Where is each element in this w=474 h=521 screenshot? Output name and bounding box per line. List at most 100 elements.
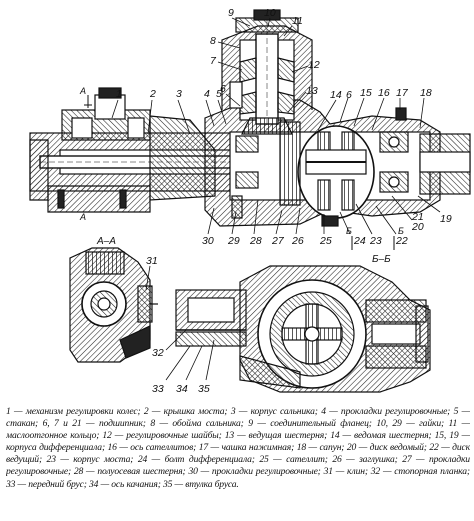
caption-entry-dash: —: [458, 406, 470, 417]
callout-35: 35: [198, 383, 210, 395]
callout-6b: 6: [346, 89, 352, 101]
main-section: [29, 9, 471, 250]
caption-entry-text: передний брус;: [28, 478, 90, 490]
caption-entry-text: ведущая шестерня;: [248, 430, 331, 442]
caption-entry-number: 16: [107, 442, 117, 454]
callout-34: 34: [176, 383, 188, 395]
section-mark-a-right: А: [79, 212, 86, 222]
caption-entry-text: корпус сальника;: [250, 406, 322, 417]
section-mark-b-right: Б: [398, 226, 404, 236]
caption-entry: 33 — передний брус;: [6, 479, 89, 490]
caption-entry-number: 6, 7 и 21: [42, 418, 82, 430]
caption-entry-number: 2: [143, 406, 149, 417]
caption-entry-text: втулка бруса.: [185, 478, 239, 490]
caption-entry: 26 — заглушка;: [332, 454, 402, 465]
caption-entry-dash: —: [356, 442, 370, 454]
axle-drawing: А–А Б–Б А А Б Б 1 2 3 4 5 6 6 7 8 9 10 1…: [29, 7, 471, 395]
callout-3: 3: [176, 88, 182, 100]
caption-entry-dash: —: [172, 478, 186, 490]
callout-4: 4: [204, 88, 210, 100]
callout-15: 15: [360, 87, 372, 99]
caption-entry-dash: —: [111, 430, 127, 442]
caption-entry-number: 3: [230, 406, 236, 417]
caption-entry: 23 — корпус моста;: [47, 454, 138, 465]
caption-entry-dash: —: [15, 478, 29, 490]
caption-entry-dash: —: [380, 466, 395, 478]
caption-entry-number: 33: [6, 478, 16, 490]
callout-25: 25: [319, 235, 332, 247]
caption-entry: 28 — полуосевая шестерня;: [74, 466, 189, 477]
caption-entry: 24 — болт дифференциала;: [138, 454, 260, 465]
caption-entry: 14 — ведомая шестерня;: [330, 430, 434, 441]
caption-entry: 17 — чашка нажимная;: [199, 442, 297, 453]
caption-entry-text: диск ведомый;: [369, 442, 430, 454]
caption-entry-number: 35: [163, 478, 173, 490]
caption-entry-text: прокладки регулировочные;: [211, 466, 324, 478]
caption-entry-text: маслоотгонное кольцо;: [6, 430, 103, 442]
caption-entry: 20 — диск ведомый;: [347, 442, 430, 453]
caption-entry-number: 31: [323, 466, 333, 478]
caption-entry: 9 — соединительный фланец;: [248, 418, 376, 429]
callout-14: 14: [330, 89, 342, 101]
caption-entry-number: 15, 19: [434, 430, 459, 442]
caption-entry-text: диск ведущий;: [6, 442, 470, 466]
caption-entry-number: 26: [332, 454, 342, 466]
callout-12: 12: [308, 59, 320, 71]
caption-entry-dash: —: [148, 406, 164, 417]
caption-entry: 2 — крышка моста;: [144, 406, 231, 417]
caption-entry-number: 30: [188, 466, 198, 478]
caption-entry-text: ведомая шестерня;: [354, 430, 435, 442]
callout-33: 33: [152, 383, 164, 395]
caption-entry: 6, 7 и 21 — подшипник;: [43, 418, 151, 429]
caption-entry: 27 — прокладки регулировочные;: [6, 454, 470, 477]
caption-entry-text: обойма сальника;: [172, 418, 249, 430]
callout-10-top: 10: [264, 7, 276, 19]
caption-entry-number: 5: [453, 406, 459, 417]
caption-entry-text: сателлит;: [286, 454, 333, 466]
caption-entry: 31 — клин;: [324, 466, 371, 477]
caption-entry-number: 18: [296, 442, 306, 454]
caption-entry-text: соединительный фланец;: [270, 418, 377, 430]
caption-entry-text: корпуса дифференциала;: [6, 442, 108, 454]
callout-13: 13: [306, 85, 318, 97]
caption-entry-text: полуосевая шестерня;: [97, 466, 189, 478]
callout-30: 30: [202, 235, 214, 247]
caption-entry: 32 — стопорная планка;: [371, 466, 470, 477]
caption-entry-dash: —: [155, 418, 173, 430]
callout-22: 22: [395, 235, 408, 247]
caption-entry-number: 24: [137, 454, 148, 466]
caption-entry: 10, 29 — гайки;: [376, 418, 448, 429]
caption-entry: 8 — обойма сальника;: [150, 418, 248, 429]
callout-6a: 6: [220, 83, 226, 95]
caption-entry-number: 8: [150, 418, 155, 430]
leader-lines: [111, 17, 441, 381]
section-b-b: [175, 265, 431, 393]
caption-entry: 35 — втулка бруса.: [163, 479, 239, 490]
caption-entry: 16 — ось сателлитов;: [108, 442, 199, 453]
caption-entry-number: 22: [429, 442, 439, 454]
caption-entry-text: прокладки регулировочные;: [340, 406, 454, 417]
caption-entry-dash: —: [235, 406, 251, 417]
caption-entry-text: прокладки регулировочные;: [6, 454, 470, 478]
caption-entry-dash: —: [341, 454, 360, 466]
caption-entry-dash: —: [401, 418, 420, 430]
figure-caption: 1 — механизм регулировки колес; 2 — крыш…: [6, 406, 470, 518]
callout-8: 8: [210, 35, 216, 47]
caption-entry-text: заглушка;: [359, 454, 403, 466]
caption-entry-number: 14: [330, 430, 340, 442]
caption-entry-text: стакан;: [6, 418, 43, 430]
caption-entry-number: 4: [321, 406, 326, 417]
caption-entry-dash: —: [147, 454, 165, 466]
callout-2: 2: [149, 88, 156, 100]
caption-entry-number: 25: [259, 454, 269, 466]
caption-entry: 12 — регулировочные шайбы;: [102, 430, 224, 441]
caption-entry-text: стопорная планка;: [394, 466, 470, 478]
callout-9: 9: [228, 7, 234, 19]
caption-entry: 3 — корпус сальника;: [231, 406, 321, 417]
caption-entry-number: 10, 29: [376, 418, 402, 430]
caption-entry-number: 17: [198, 442, 208, 454]
caption-entry-text: болт дифференциала;: [164, 454, 260, 466]
callout-29: 29: [227, 235, 240, 247]
caption-entry: 22 — диск ведущий;: [6, 442, 470, 465]
caption-entry-text: гайки;: [419, 418, 449, 430]
